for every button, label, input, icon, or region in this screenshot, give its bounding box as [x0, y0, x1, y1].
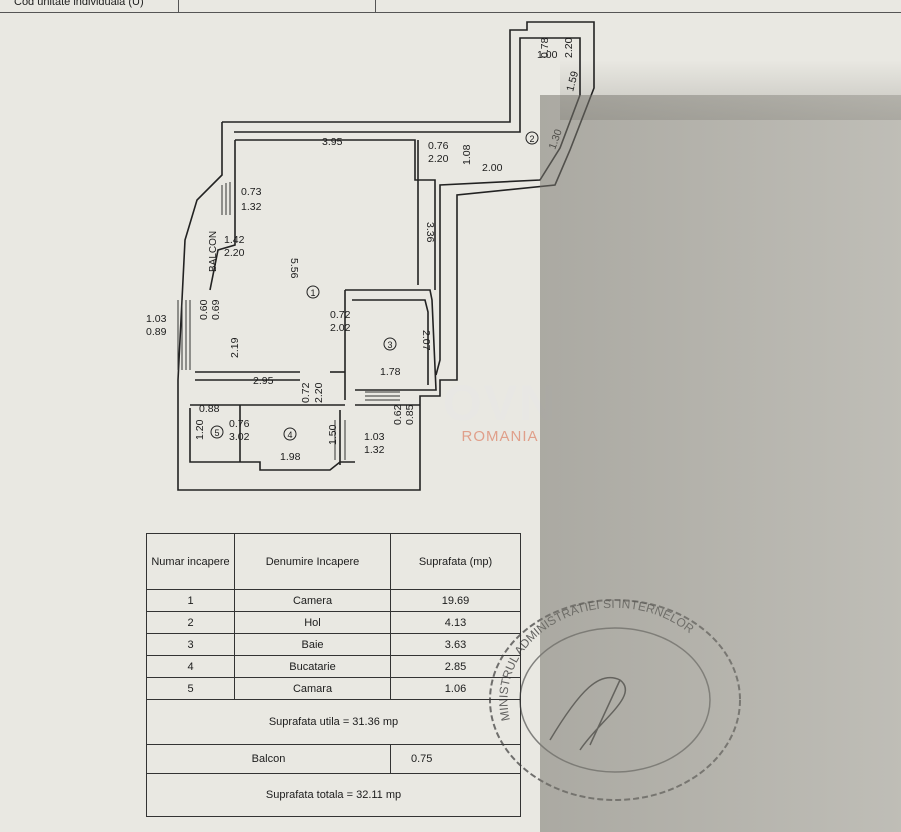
table-header: Suprafata (mp) [390, 533, 521, 590]
header-label: Cod unitate individuala (U) [14, 0, 144, 8]
dimension-label: 3.02 [229, 431, 250, 443]
dimension-label: 1.42 [224, 234, 245, 246]
dimension-label: 0.60 [198, 299, 210, 320]
dimension-label: 0.72 [330, 309, 351, 321]
watermark-logo: OVN [442, 375, 558, 431]
table-header-row: Numar incapere Denumire Incapere Suprafa… [146, 533, 521, 590]
dimension-label: 0.76 [229, 418, 250, 430]
dimension-label: 1.98 [280, 451, 301, 463]
dimension-label: 0.62 [392, 404, 404, 425]
header-divider [375, 0, 376, 12]
watermark-sub: ROMANIA [461, 428, 539, 445]
room-name: Camera [234, 589, 391, 612]
balcony-label: BALCON [208, 231, 219, 272]
dimension-label: 0.76 [428, 140, 449, 152]
balcony-name: Balcon [146, 744, 391, 774]
official-stamp: MINISTRUL ADMINISTRATIEI SI INTERNELOR [489, 597, 741, 801]
dimension-label: 2.20 [428, 153, 449, 165]
dimension-label: 2.02 [330, 322, 351, 334]
dimension-label: 0.78 [539, 37, 551, 58]
room-nr: 5 [146, 677, 235, 700]
dimension-label: 2.07 [420, 330, 432, 351]
table-header: Numar incapere [146, 533, 235, 590]
dimension-label: 1.78 [380, 366, 401, 378]
room-nr: 4 [146, 655, 235, 678]
room-name: Camara [234, 677, 391, 700]
dimension-label: 1.00 [537, 49, 558, 61]
watermark: OVN ROMANIA [430, 378, 570, 445]
dimension-label: 2.95 [253, 375, 274, 387]
dimension-label: 1.50 [327, 424, 339, 445]
dimension-label: 2.00 [482, 162, 503, 174]
dimension-label: 2.19 [229, 337, 241, 358]
room-nr: 2 [146, 611, 235, 634]
document-header: Cod unitate individuala (U) [0, 0, 901, 13]
dimension-label: 1.03 [364, 431, 385, 443]
dimension-label: 1.20 [194, 419, 206, 440]
dimension-label: 3.36 [424, 222, 436, 243]
dimension-label: 1.30 [547, 128, 565, 151]
room-name: Baie [234, 633, 391, 656]
dimension-label: 3.95 [322, 136, 343, 148]
room-nr: 3 [146, 633, 235, 656]
header-divider [178, 0, 179, 12]
dimension-label: 1.32 [364, 444, 385, 456]
dimension-label: 0.69 [210, 299, 222, 320]
dimension-label: 5.56 [288, 258, 300, 279]
room-area: 3.63 [390, 633, 521, 656]
room-number: 5 [214, 428, 219, 438]
dimension-label: 0.85 [404, 404, 416, 425]
dimension-label: 1.08 [461, 144, 473, 165]
dimension-label: 0.72 [300, 382, 312, 403]
room-name: Bucatarie [234, 655, 391, 678]
total-area-row: Suprafata totala = 32.11 mp [146, 773, 521, 817]
room-number: 4 [287, 430, 292, 440]
dimension-label: 2.20 [563, 37, 575, 58]
dimension-label: 1.32 [241, 201, 262, 213]
dimension-label: 1.03 [146, 313, 167, 325]
table-header: Denumire Incapere [234, 533, 391, 590]
balcony-area: 0.75 [390, 744, 521, 774]
dimension-label: 2.20 [313, 382, 325, 403]
room-number: 1 [310, 288, 315, 298]
total-area: Suprafata totala = 32.11 mp [146, 773, 521, 817]
dimension-label: 2.20 [224, 247, 245, 259]
dimension-label: 0.88 [199, 403, 220, 415]
useful-area: Suprafata utila = 31.36 mp [146, 699, 521, 745]
room-number: 2 [529, 134, 534, 144]
room-number: 3 [387, 340, 392, 350]
area-table: Numar incapere Denumire Incapere Suprafa… [146, 533, 521, 817]
room-nr: 1 [146, 589, 235, 612]
signature [549, 676, 627, 751]
dimension-label: 1.59 [564, 70, 581, 93]
useful-area-row: Suprafata utila = 31.36 mp [146, 699, 521, 745]
stamp-text: MINISTRUL ADMINISTRATIEI SI INTERNELOR [496, 597, 696, 722]
room-name: Hol [234, 611, 391, 634]
dimension-label: 0.89 [146, 326, 167, 338]
dimension-label: 0.73 [241, 186, 262, 198]
